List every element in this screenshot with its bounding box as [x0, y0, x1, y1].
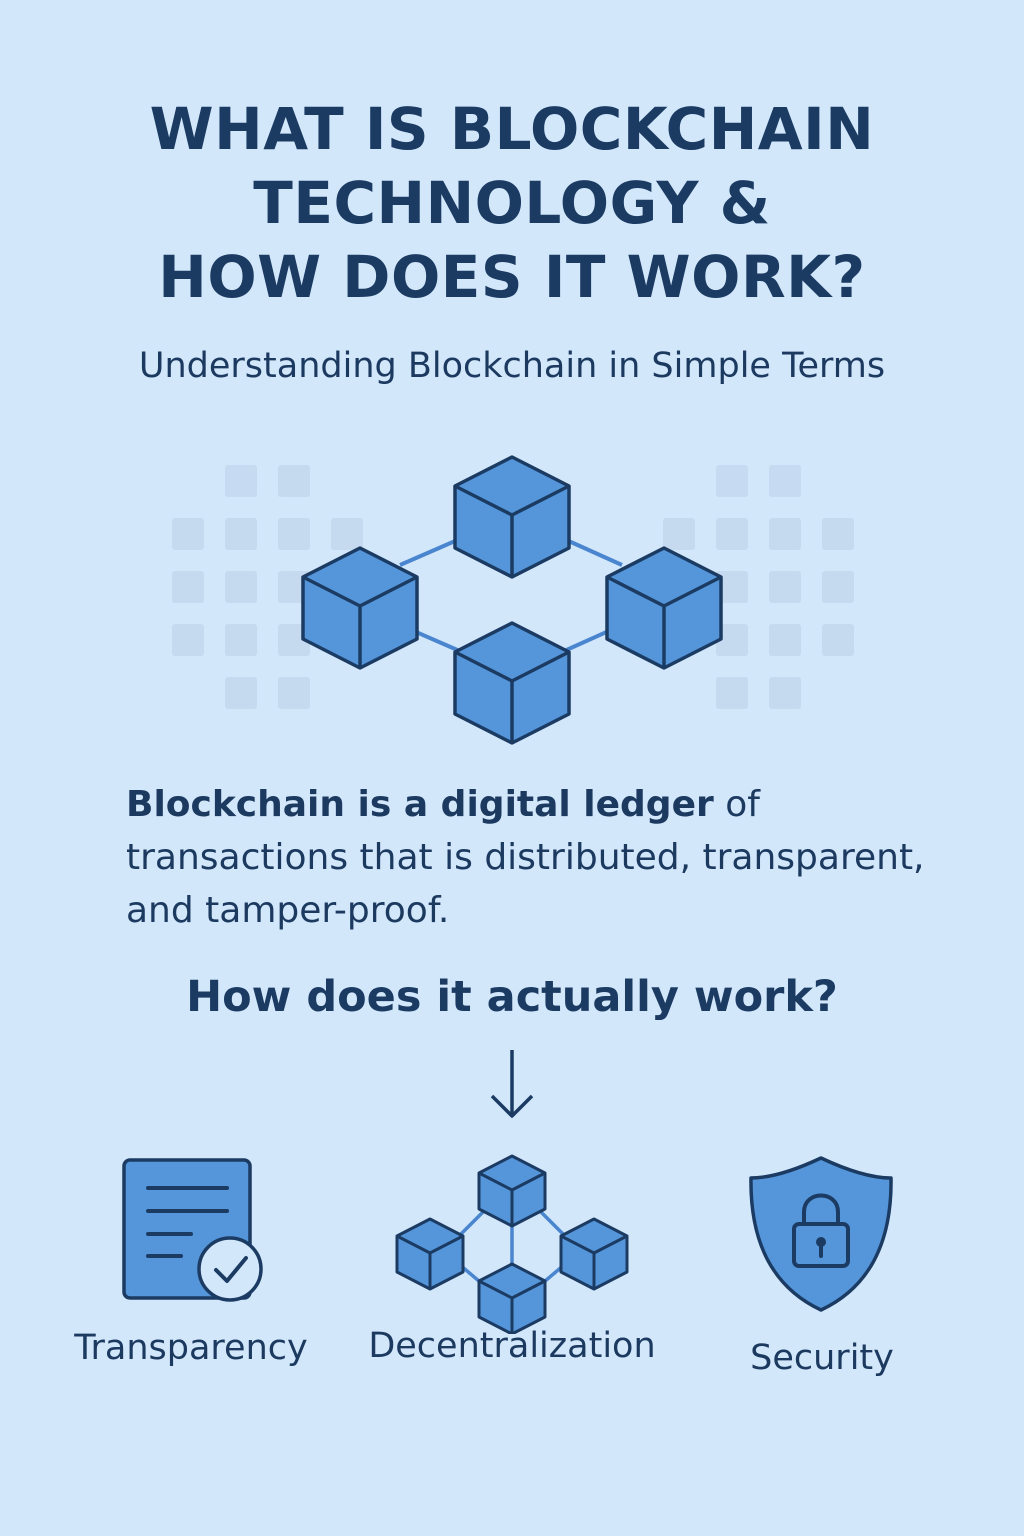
document-check-icon: [122, 1158, 263, 1302]
blockchain-description: Blockchain is a digital ledger of transa…: [126, 778, 986, 937]
arrow-down-icon: [490, 1050, 534, 1118]
feature-label-transparency: Transparency: [74, 1328, 308, 1368]
feature-label-decentralization: Decentralization: [368, 1326, 656, 1366]
feature-security: Security: [712, 1150, 932, 1378]
subtitle: Understanding Blockchain in Simple Terms: [138, 346, 886, 386]
feature-transparency: Transparency: [56, 1150, 326, 1368]
shield-lock-icon: [749, 1156, 893, 1312]
feature-label-security: Security: [750, 1338, 894, 1378]
description-rest: of transactions that is distributed, tra…: [126, 784, 925, 931]
title-line-3: HOW DOES IT WORK?: [158, 243, 866, 311]
how-it-works-heading: How does it actually work?: [186, 972, 838, 1022]
title-line-1: WHAT IS BLOCKCHAIN: [149, 95, 875, 163]
description-bold: Blockchain is a digital ledger: [126, 784, 714, 825]
page-title: WHAT IS BLOCKCHAIN TECHNOLOGY & HOW DOES…: [0, 92, 1024, 314]
feature-decentralization: Decentralization: [357, 1150, 667, 1366]
blockchain-network-icon: [172, 455, 854, 745]
block-network-icon: [395, 1154, 629, 1334]
title-line-2: TECHNOLOGY &: [253, 169, 771, 237]
blockchain-hero-illustration: [150, 440, 874, 760]
